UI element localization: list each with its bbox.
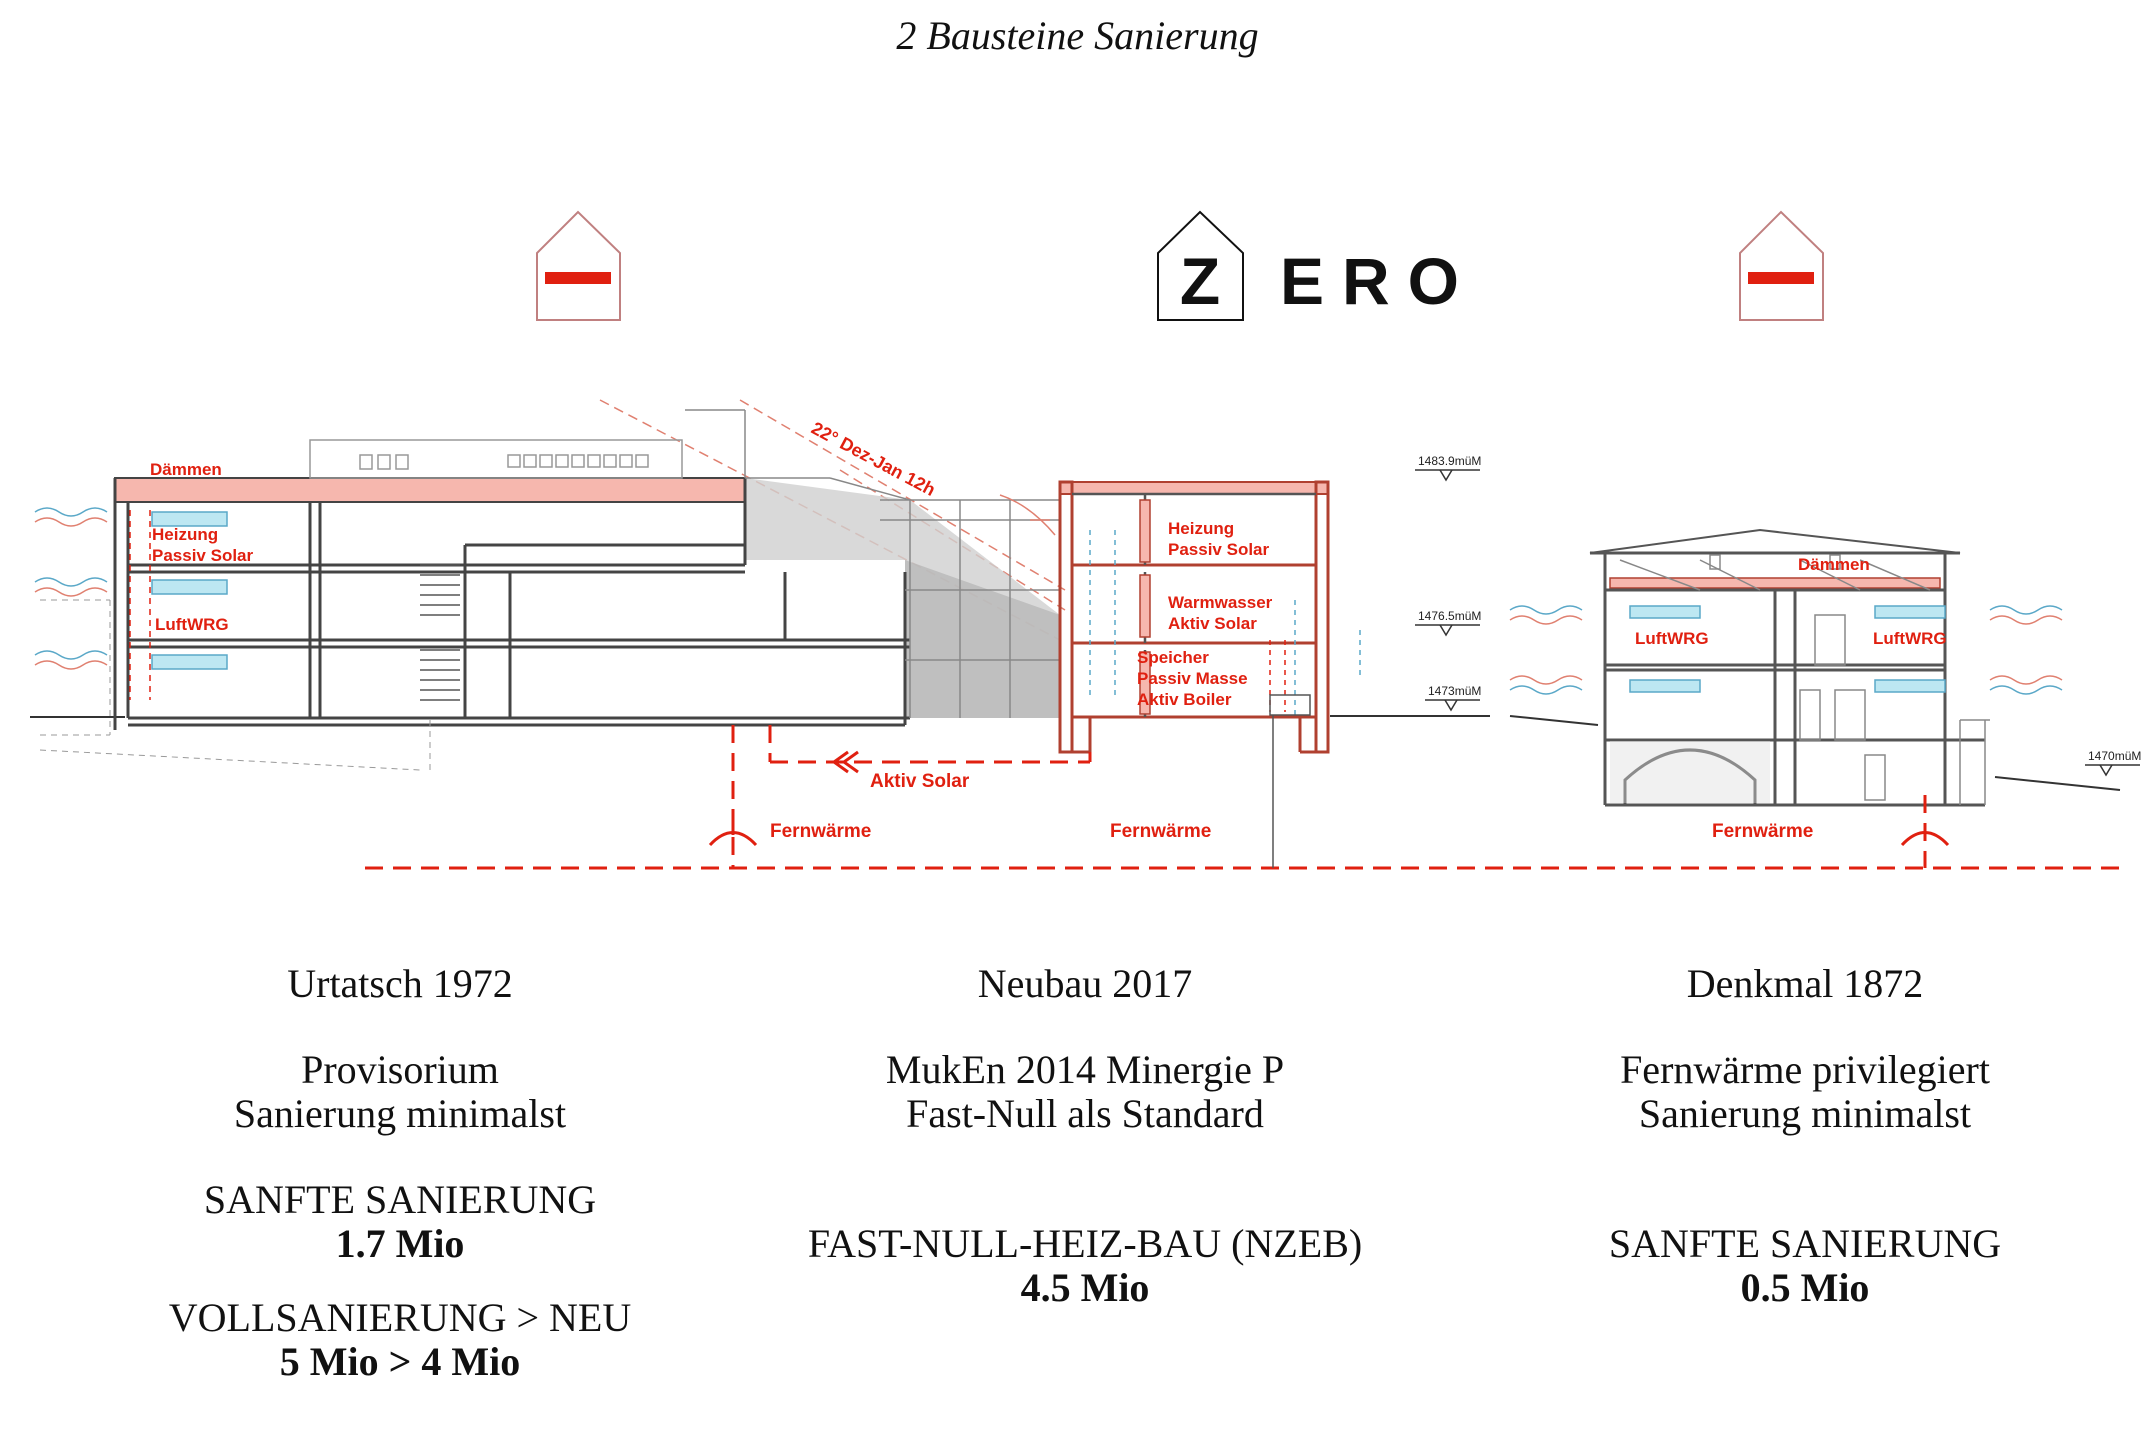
- label-aktiv-boiler: Aktiv Boiler: [1137, 690, 1232, 709]
- label-passiv-masse: Passiv Masse: [1137, 669, 1248, 688]
- column-line: Fast-Null als Standard: [906, 1091, 1264, 1136]
- column-heading: Denkmal 1872: [1686, 961, 1924, 1006]
- column-line: Provisorium: [301, 1047, 499, 1092]
- label-daemmen-right: Dämmen: [1798, 555, 1870, 574]
- label-aktiv-solar: Aktiv Solar: [870, 771, 970, 792]
- column-line: Fernwärme privilegiert: [1620, 1047, 1990, 1092]
- column-cost: 5 Mio > 4 Mio: [279, 1339, 521, 1384]
- level-label-1: 1483.9müM: [1418, 454, 1481, 468]
- column-denkmal: Denkmal 1872 Fernwärme privilegiert Sani…: [1445, 962, 2155, 1310]
- label-luftwrg-left: LuftWRG: [155, 615, 229, 634]
- label-fernwaerme-1: Fernwärme: [770, 821, 871, 842]
- level-label-2: 1476.5müM: [1418, 609, 1481, 623]
- column-option: SANFTE SANIERUNG: [203, 1177, 597, 1222]
- label-fernwaerme-2: Fernwärme: [1110, 821, 1211, 842]
- fernwaerme-arrow-icons: [708, 750, 1950, 847]
- zero-letter-z: Z: [1180, 244, 1220, 318]
- column-cost: 0.5 Mio: [1740, 1265, 1870, 1310]
- column-option: VOLLSANIERUNG > NEU: [168, 1295, 632, 1340]
- label-aktiv-solar-mid: Aktiv Solar: [1168, 614, 1257, 633]
- level-markers: [1415, 469, 2140, 777]
- column-heading: Neubau 2017: [977, 961, 1193, 1006]
- section-diagram: Z ERO: [30, 210, 2141, 870]
- label-passiv-solar-left: Passiv Solar: [152, 546, 254, 565]
- label-speicher: Speicher: [1137, 648, 1209, 667]
- building-urtatsch: [34, 439, 910, 771]
- label-luftwrg-right-2: LuftWRG: [1873, 629, 1947, 648]
- column-option: SANFTE SANIERUNG: [1608, 1221, 2002, 1266]
- column-option: FAST-NULL-HEIZ-BAU (NZEB): [807, 1221, 1363, 1266]
- building-denkmal: [1509, 528, 2063, 807]
- building-neubau: [999, 480, 1361, 754]
- column-urtatsch: Urtatsch 1972 Provisorium Sanierung mini…: [40, 962, 760, 1384]
- page-title: 2 Bausteine Sanierung: [896, 13, 1259, 58]
- label-heizung-mid: Heizung: [1168, 519, 1234, 538]
- fernwaerme-network: [365, 725, 2120, 870]
- zero-logo: Z ERO: [1157, 210, 1477, 321]
- label-sun-angle: 22° Dez-Jan 12h: [808, 418, 939, 500]
- column-cost: 1.7 Mio: [335, 1221, 465, 1266]
- level-label-3: 1473müM: [1428, 684, 1481, 698]
- column-heading: Urtatsch 1972: [287, 961, 513, 1006]
- zero-letters: ERO: [1280, 244, 1477, 318]
- column-line: MukEn 2014 Minergie P: [885, 1047, 1285, 1092]
- minus-house-icon-right: [1739, 210, 1824, 321]
- label-heizung-left: Heizung: [152, 525, 218, 544]
- label-luftwrg-right-1: LuftWRG: [1635, 629, 1709, 648]
- label-warmwasser: Warmwasser: [1168, 593, 1273, 612]
- label-passiv-solar-mid: Passiv Solar: [1168, 540, 1270, 559]
- level-label-4: 1470müM: [2088, 749, 2141, 763]
- column-neubau: Neubau 2017 MukEn 2014 Minergie P Fast-N…: [725, 962, 1445, 1310]
- column-line: Sanierung minimalst: [1638, 1091, 1972, 1136]
- column-line: Sanierung minimalst: [233, 1091, 567, 1136]
- minus-house-icon-left: [536, 210, 621, 321]
- label-daemmen-left: Dämmen: [150, 460, 222, 479]
- column-cost: 4.5 Mio: [1020, 1265, 1150, 1310]
- label-fernwaerme-3: Fernwärme: [1712, 821, 1813, 842]
